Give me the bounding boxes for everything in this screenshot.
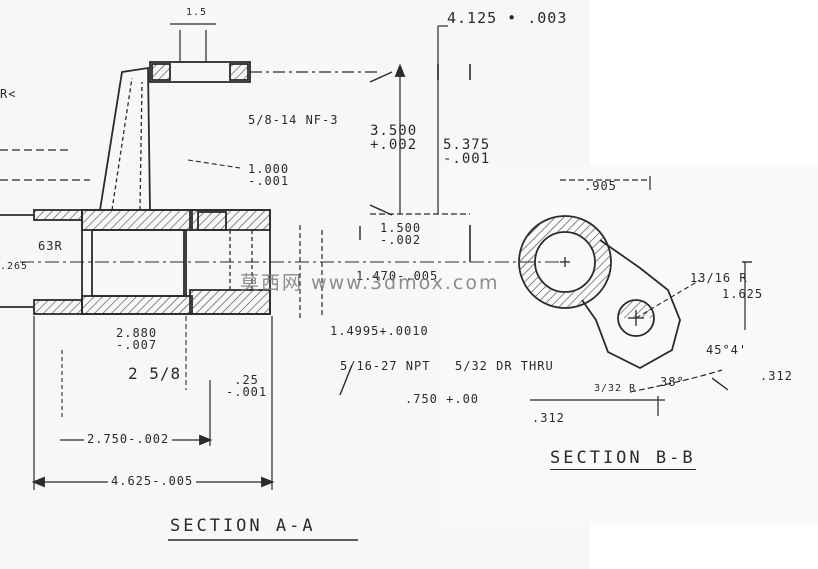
dim-905: .905 (584, 179, 617, 193)
dim-14995: 1.4995+.0010 (330, 324, 429, 338)
radius-63r: 63R (38, 239, 63, 253)
radius-3-32: 3/32 R (594, 383, 637, 394)
section-a-title: SECTION A-A (170, 516, 316, 536)
bore (91, 229, 185, 297)
left-r-label: R< (0, 87, 17, 101)
dim-5375: 5.375 -.001 (443, 137, 491, 167)
thread-bottom: 5/16-27 NPT (340, 359, 431, 373)
dim-2750: 2.750-.002 (84, 433, 173, 445)
radius-13-16: 13/16 R (690, 271, 748, 285)
dim-25: .25 -.001 (226, 373, 268, 399)
dim-4625: 4.625-.005 (108, 475, 197, 487)
section-b-drawing (518, 176, 752, 416)
dim-1500: 1.500 -.002 (380, 221, 422, 247)
section-b-title: SECTION B-B (550, 448, 696, 470)
angle-38: 38° (660, 375, 685, 389)
dim-1000: 1.000 -.001 (248, 162, 290, 188)
tube-inner (111, 77, 133, 211)
dim-1470: 1.470-.005 (356, 269, 439, 283)
dim-2880: 2.880 -.007 (116, 326, 158, 352)
link-arm (581, 239, 681, 370)
frac-2-5-8: 2 5/8 (128, 364, 182, 383)
section-a-drawing (0, 23, 560, 490)
tube-inner-2 (139, 81, 143, 211)
dim-top-small: 1.5 (186, 7, 208, 18)
thread-top: 5/8-14 NF-3 (248, 113, 339, 127)
watermark: 莫西网 www.3dmox.com (240, 272, 500, 294)
dim-4125: 4.125 • .003 (447, 9, 568, 27)
angle-45: 45°4' (706, 343, 748, 357)
dim-1625: 1.625 (722, 287, 764, 301)
dim-3500: 3.500 +.002 (370, 123, 418, 153)
note-drill: 5/32 DR THRU (455, 359, 554, 373)
dim-265: .265 (0, 261, 29, 272)
dim-312-bottom: .312 (532, 411, 565, 425)
dim-312-right: .312 (760, 369, 793, 383)
tube-outer (99, 66, 151, 211)
dim-750: .750 +.00 (405, 392, 480, 406)
